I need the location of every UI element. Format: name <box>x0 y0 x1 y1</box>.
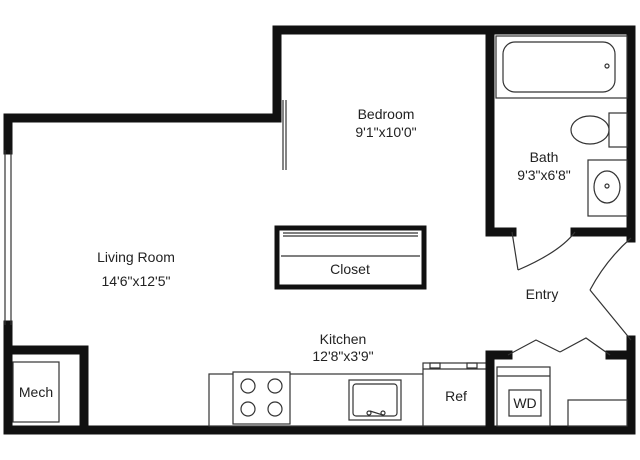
closet-label: Closet <box>330 261 370 277</box>
bedroom-sliding-door <box>282 100 287 170</box>
living-window <box>4 150 12 325</box>
closet <box>274 225 427 290</box>
bath-door <box>511 231 576 271</box>
bedroom-dims: 9'1"x10'0" <box>355 124 416 140</box>
living-room-name: Living Room <box>97 249 175 265</box>
kitchen-sink <box>348 379 402 421</box>
bath-sink <box>587 159 628 217</box>
bath-name: Bath <box>530 149 559 165</box>
washer-dryer <box>496 366 551 427</box>
bath-dims: 9'3"x6'8" <box>517 167 570 183</box>
kitchen-dims: 12'8"x3'9" <box>312 348 373 364</box>
bathtub <box>495 35 628 99</box>
stove <box>232 371 291 425</box>
wd-label: WD <box>513 395 536 411</box>
mech-closet <box>3 345 89 431</box>
laundry-bifold-doors <box>507 337 611 356</box>
toilet <box>570 112 628 148</box>
entry-door <box>589 237 632 341</box>
laundry-walls <box>485 350 636 435</box>
bath-walls <box>485 25 636 237</box>
bedroom-name: Bedroom <box>358 106 415 122</box>
ref-label: Ref <box>445 388 467 404</box>
kitchen-name: Kitchen <box>320 331 367 347</box>
entry-shelf <box>567 399 628 427</box>
mech-label: Mech <box>19 384 53 400</box>
entry-label: Entry <box>526 286 559 302</box>
exterior-walls <box>3 25 636 435</box>
living-room-dims: 14'6"x12'5" <box>101 273 170 289</box>
